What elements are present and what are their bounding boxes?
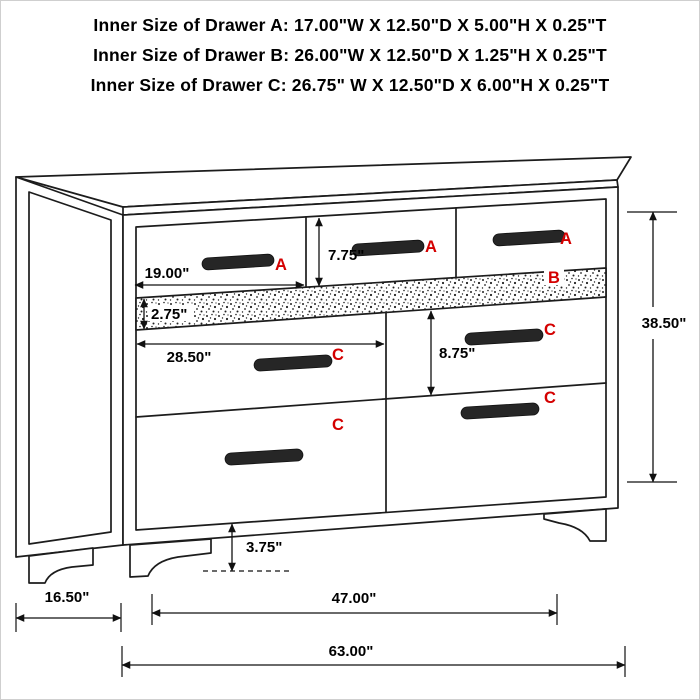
drawer-c-top-right-label: C	[544, 321, 556, 339]
dimension-base-height-label: 3.75"	[246, 539, 282, 556]
drawer-c-top-right-handle	[464, 328, 544, 346]
dimension-drawer-c-width-label: 28.50"	[167, 349, 212, 366]
dimension-overall-width-label: 63.00"	[329, 643, 374, 660]
dresser-drawing	[15, 156, 632, 584]
back-left-foot	[28, 547, 94, 584]
drawer-b-front	[135, 267, 607, 331]
drawer-c-bottom-right-label: C	[544, 389, 556, 407]
dresser-side-panel-inset	[28, 191, 112, 545]
dimension-drawer-a-width-label: 19.00"	[145, 265, 190, 282]
spec-line-drawer-c: Inner Size of Drawer C: 26.75" W X 12.50…	[90, 75, 610, 95]
drawer-c-top-left-label: C	[332, 346, 344, 364]
dimension-overall-height-label: 38.50"	[642, 315, 687, 332]
drawer-c-horizontal-divider	[135, 382, 607, 418]
drawer-c-top-left-handle	[253, 354, 333, 372]
front-right-foot	[543, 508, 607, 542]
drawer-c-bottom-left-label: C	[332, 416, 344, 434]
dresser-side-panel	[15, 176, 124, 558]
drawer-a3-label: A	[560, 230, 572, 248]
drawer-a1-handle	[201, 253, 275, 271]
drawer-c-bottom-left-handle	[224, 448, 304, 466]
drawer-a1-label: A	[275, 256, 287, 274]
drawer-b-label: B	[548, 269, 560, 287]
drawer-letter-labels: A A A B C C C C	[275, 230, 572, 434]
drawer-a2-handle	[351, 239, 425, 257]
dresser-front-frame-inset	[135, 198, 607, 531]
drawer-c-bottom-right-handle	[460, 402, 540, 420]
drawer-b-label-backing	[544, 268, 564, 285]
drawer-a2-label: A	[425, 238, 437, 256]
spec-line-drawer-b: Inner Size of Drawer B: 26.00"W X 12.50"…	[93, 45, 607, 65]
dimension-drawer-a-height-label: 7.75"	[328, 247, 364, 264]
dimension-annotations: 19.00" 7.75" 2.75" 28.50" 8.75" 38.50"	[15, 211, 687, 677]
dimension-leg-span-label: 47.00"	[332, 590, 377, 607]
front-left-foot	[129, 538, 212, 578]
drawer-size-specs: Inner Size of Drawer A: 17.00"W X 12.50"…	[1, 10, 699, 100]
spec-line-drawer-a: Inner Size of Drawer A: 17.00"W X 12.50"…	[93, 15, 607, 35]
drawer-a3-handle	[492, 229, 566, 247]
dimension-drawer-b-label-backing	[148, 305, 194, 321]
dimension-drawer-b-height-label: 2.75"	[151, 306, 187, 323]
dimension-drawer-c-height-label: 8.75"	[439, 345, 475, 362]
dimension-depth-label: 16.50"	[45, 589, 90, 606]
